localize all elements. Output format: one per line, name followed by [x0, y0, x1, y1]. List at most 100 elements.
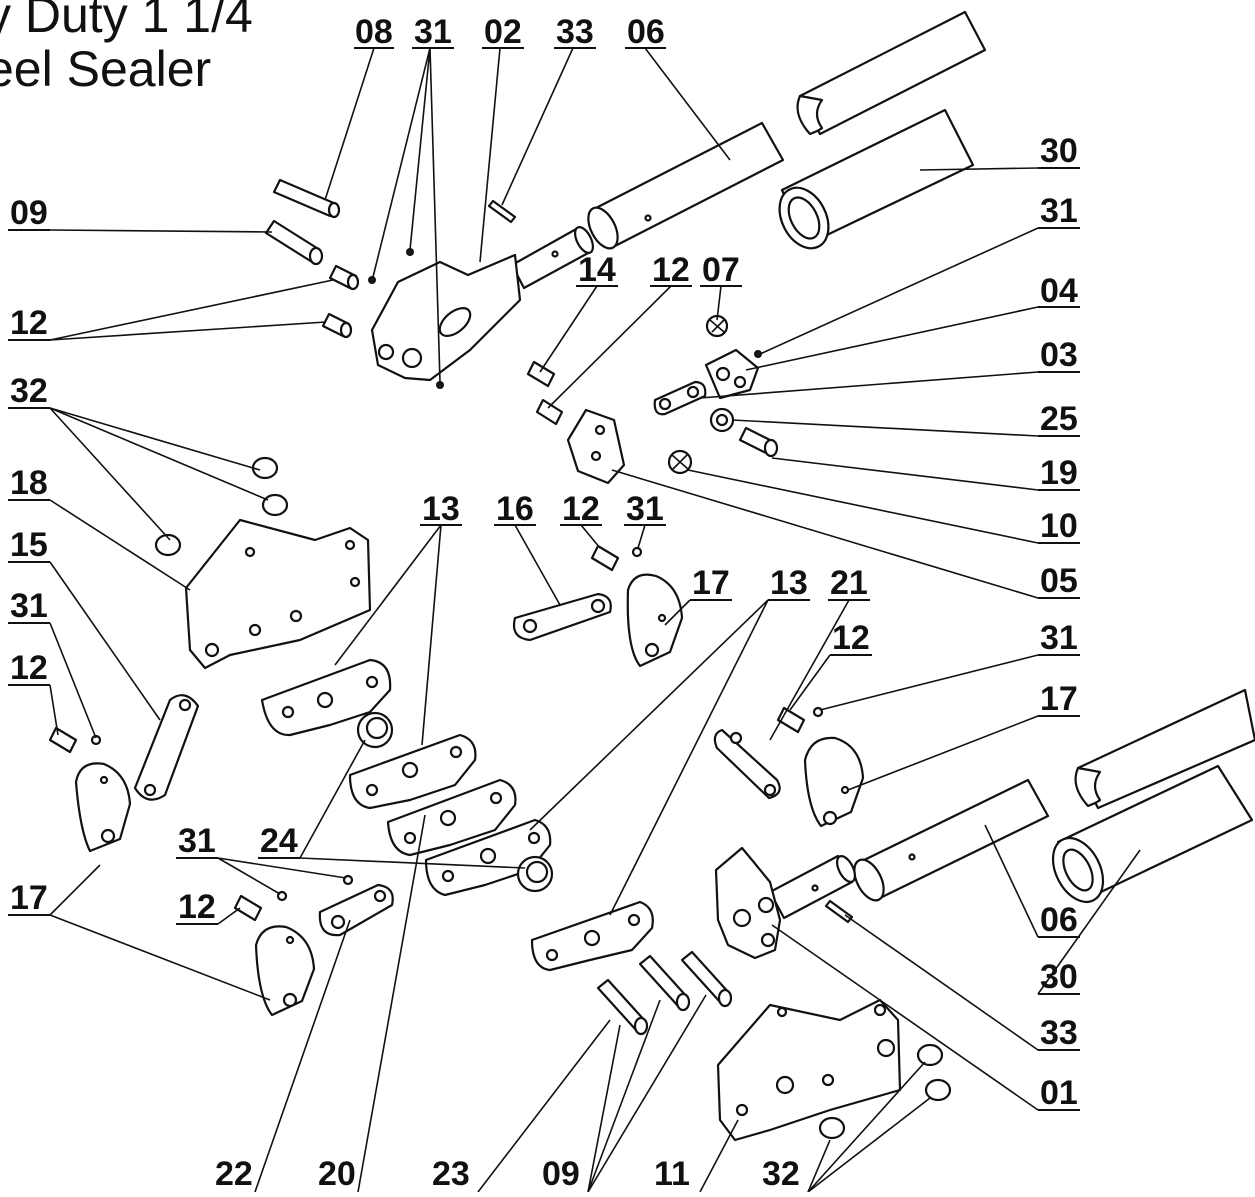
callout-23: 23 [432, 1155, 470, 1192]
callout-32: 32 [762, 1155, 800, 1192]
grip-sleeve-bottom [1051, 764, 1254, 903]
callout-31: 31 [10, 587, 48, 625]
jaw-plate-20 [386, 778, 517, 857]
callout-20: 20 [318, 1155, 356, 1192]
screw-32-e [924, 1078, 952, 1102]
callout-14: 14 [578, 251, 616, 289]
pin-12-top-a [328, 264, 360, 291]
jaw-17-bottom [254, 925, 316, 1017]
pin-09-bottom-b [638, 954, 691, 1012]
callout-17: 17 [1040, 680, 1078, 718]
callout-15: 15 [10, 526, 48, 564]
pin-12-left [48, 726, 78, 754]
screw-32-f [818, 1116, 846, 1140]
callout-19: 19 [1040, 454, 1078, 492]
callout-30: 30 [1040, 958, 1078, 996]
callout-12: 12 [832, 619, 870, 657]
callout-17: 17 [692, 564, 730, 602]
washer-25 [709, 407, 735, 433]
lower-far-tube [1074, 688, 1255, 810]
callout-13: 13 [770, 564, 808, 602]
jaw-plate-13-b [348, 733, 477, 810]
lever-05 [566, 408, 626, 485]
jaw-17-right [803, 736, 865, 828]
callout-31: 31 [1040, 619, 1078, 657]
upper-far-tube [796, 10, 987, 136]
screw-32-b [261, 493, 289, 517]
callout-31: 31 [178, 822, 216, 860]
pin-12-mid [535, 398, 564, 426]
link-15 [133, 694, 200, 801]
pin-12-b [590, 544, 620, 572]
callout-04: 04 [1040, 272, 1078, 310]
link-04 [704, 348, 762, 400]
pin-14 [526, 360, 556, 388]
callout-labels: 08 31 02 33 06 30 31 09 14 12 07 04 12 0… [10, 13, 1078, 1193]
pin-08 [272, 178, 341, 219]
handle-tube-top [587, 121, 785, 250]
nut-31-b [631, 546, 643, 558]
jaw-17-mid [626, 573, 684, 668]
screw-32-a [251, 456, 279, 480]
callout-02: 02 [484, 13, 522, 51]
link-22 [318, 883, 394, 937]
jaw-plate-13-a [260, 658, 392, 737]
callout-21: 21 [830, 564, 868, 602]
head-shaft [510, 226, 595, 290]
callout-09: 09 [542, 1155, 580, 1192]
callout-31: 31 [626, 490, 664, 528]
callout-33: 33 [1040, 1014, 1078, 1052]
callout-01: 01 [1040, 1074, 1078, 1112]
link-03 [653, 380, 707, 416]
parts-layer [48, 10, 1255, 1142]
callout-05: 05 [1040, 562, 1078, 600]
side-plate-18 [184, 518, 372, 670]
callout-07: 07 [702, 251, 740, 289]
pin-09-bottom-a [596, 978, 649, 1036]
callout-12: 12 [652, 251, 690, 289]
roll-pin-33 [487, 199, 517, 224]
head-casting-top [368, 248, 522, 389]
callout-08: 08 [355, 13, 393, 51]
callout-33: 33 [556, 13, 594, 51]
head-casting-bottom [714, 846, 782, 960]
jaw-plate-23 [530, 900, 654, 972]
handle-tube-bottom [853, 778, 1050, 902]
pin-09-left [264, 219, 324, 266]
callout-13: 13 [422, 490, 460, 528]
callout-12: 12 [562, 490, 600, 528]
pin-19 [738, 426, 779, 458]
grip-sleeve-top [778, 108, 975, 250]
screw-32-c [154, 533, 182, 557]
callout-03: 03 [1040, 336, 1078, 374]
callout-09: 09 [10, 194, 48, 232]
pin-12-top-b [321, 312, 353, 339]
pin-12-bl [233, 894, 263, 922]
pin-09-bottom-c [680, 950, 733, 1008]
callout-31: 31 [1040, 192, 1078, 230]
callout-32: 32 [10, 372, 48, 410]
callout-25: 25 [1040, 400, 1078, 438]
callout-24: 24 [260, 822, 298, 860]
spacer-24-b [516, 855, 554, 893]
diagram-title-line2: eel Sealer [0, 41, 212, 97]
screw-32-d [916, 1043, 944, 1067]
diagram-title-line1: y Duty 1 1/4 [0, 0, 253, 43]
callout-12: 12 [10, 649, 48, 687]
callout-31: 31 [414, 13, 452, 51]
spacer-24-a [356, 711, 394, 749]
callout-30: 30 [1040, 132, 1078, 170]
callout-17: 17 [10, 879, 48, 917]
callout-06: 06 [627, 13, 665, 51]
callout-22: 22 [215, 1155, 253, 1192]
jaw-17-left [74, 762, 132, 853]
callout-12: 12 [10, 304, 48, 342]
callout-06: 06 [1040, 901, 1078, 939]
leader-lines [8, 47, 1141, 1193]
roll-pin-33-bottom [824, 899, 854, 924]
spring-10 [667, 449, 693, 475]
callout-11: 11 [654, 1155, 690, 1192]
callout-18: 18 [10, 464, 48, 502]
